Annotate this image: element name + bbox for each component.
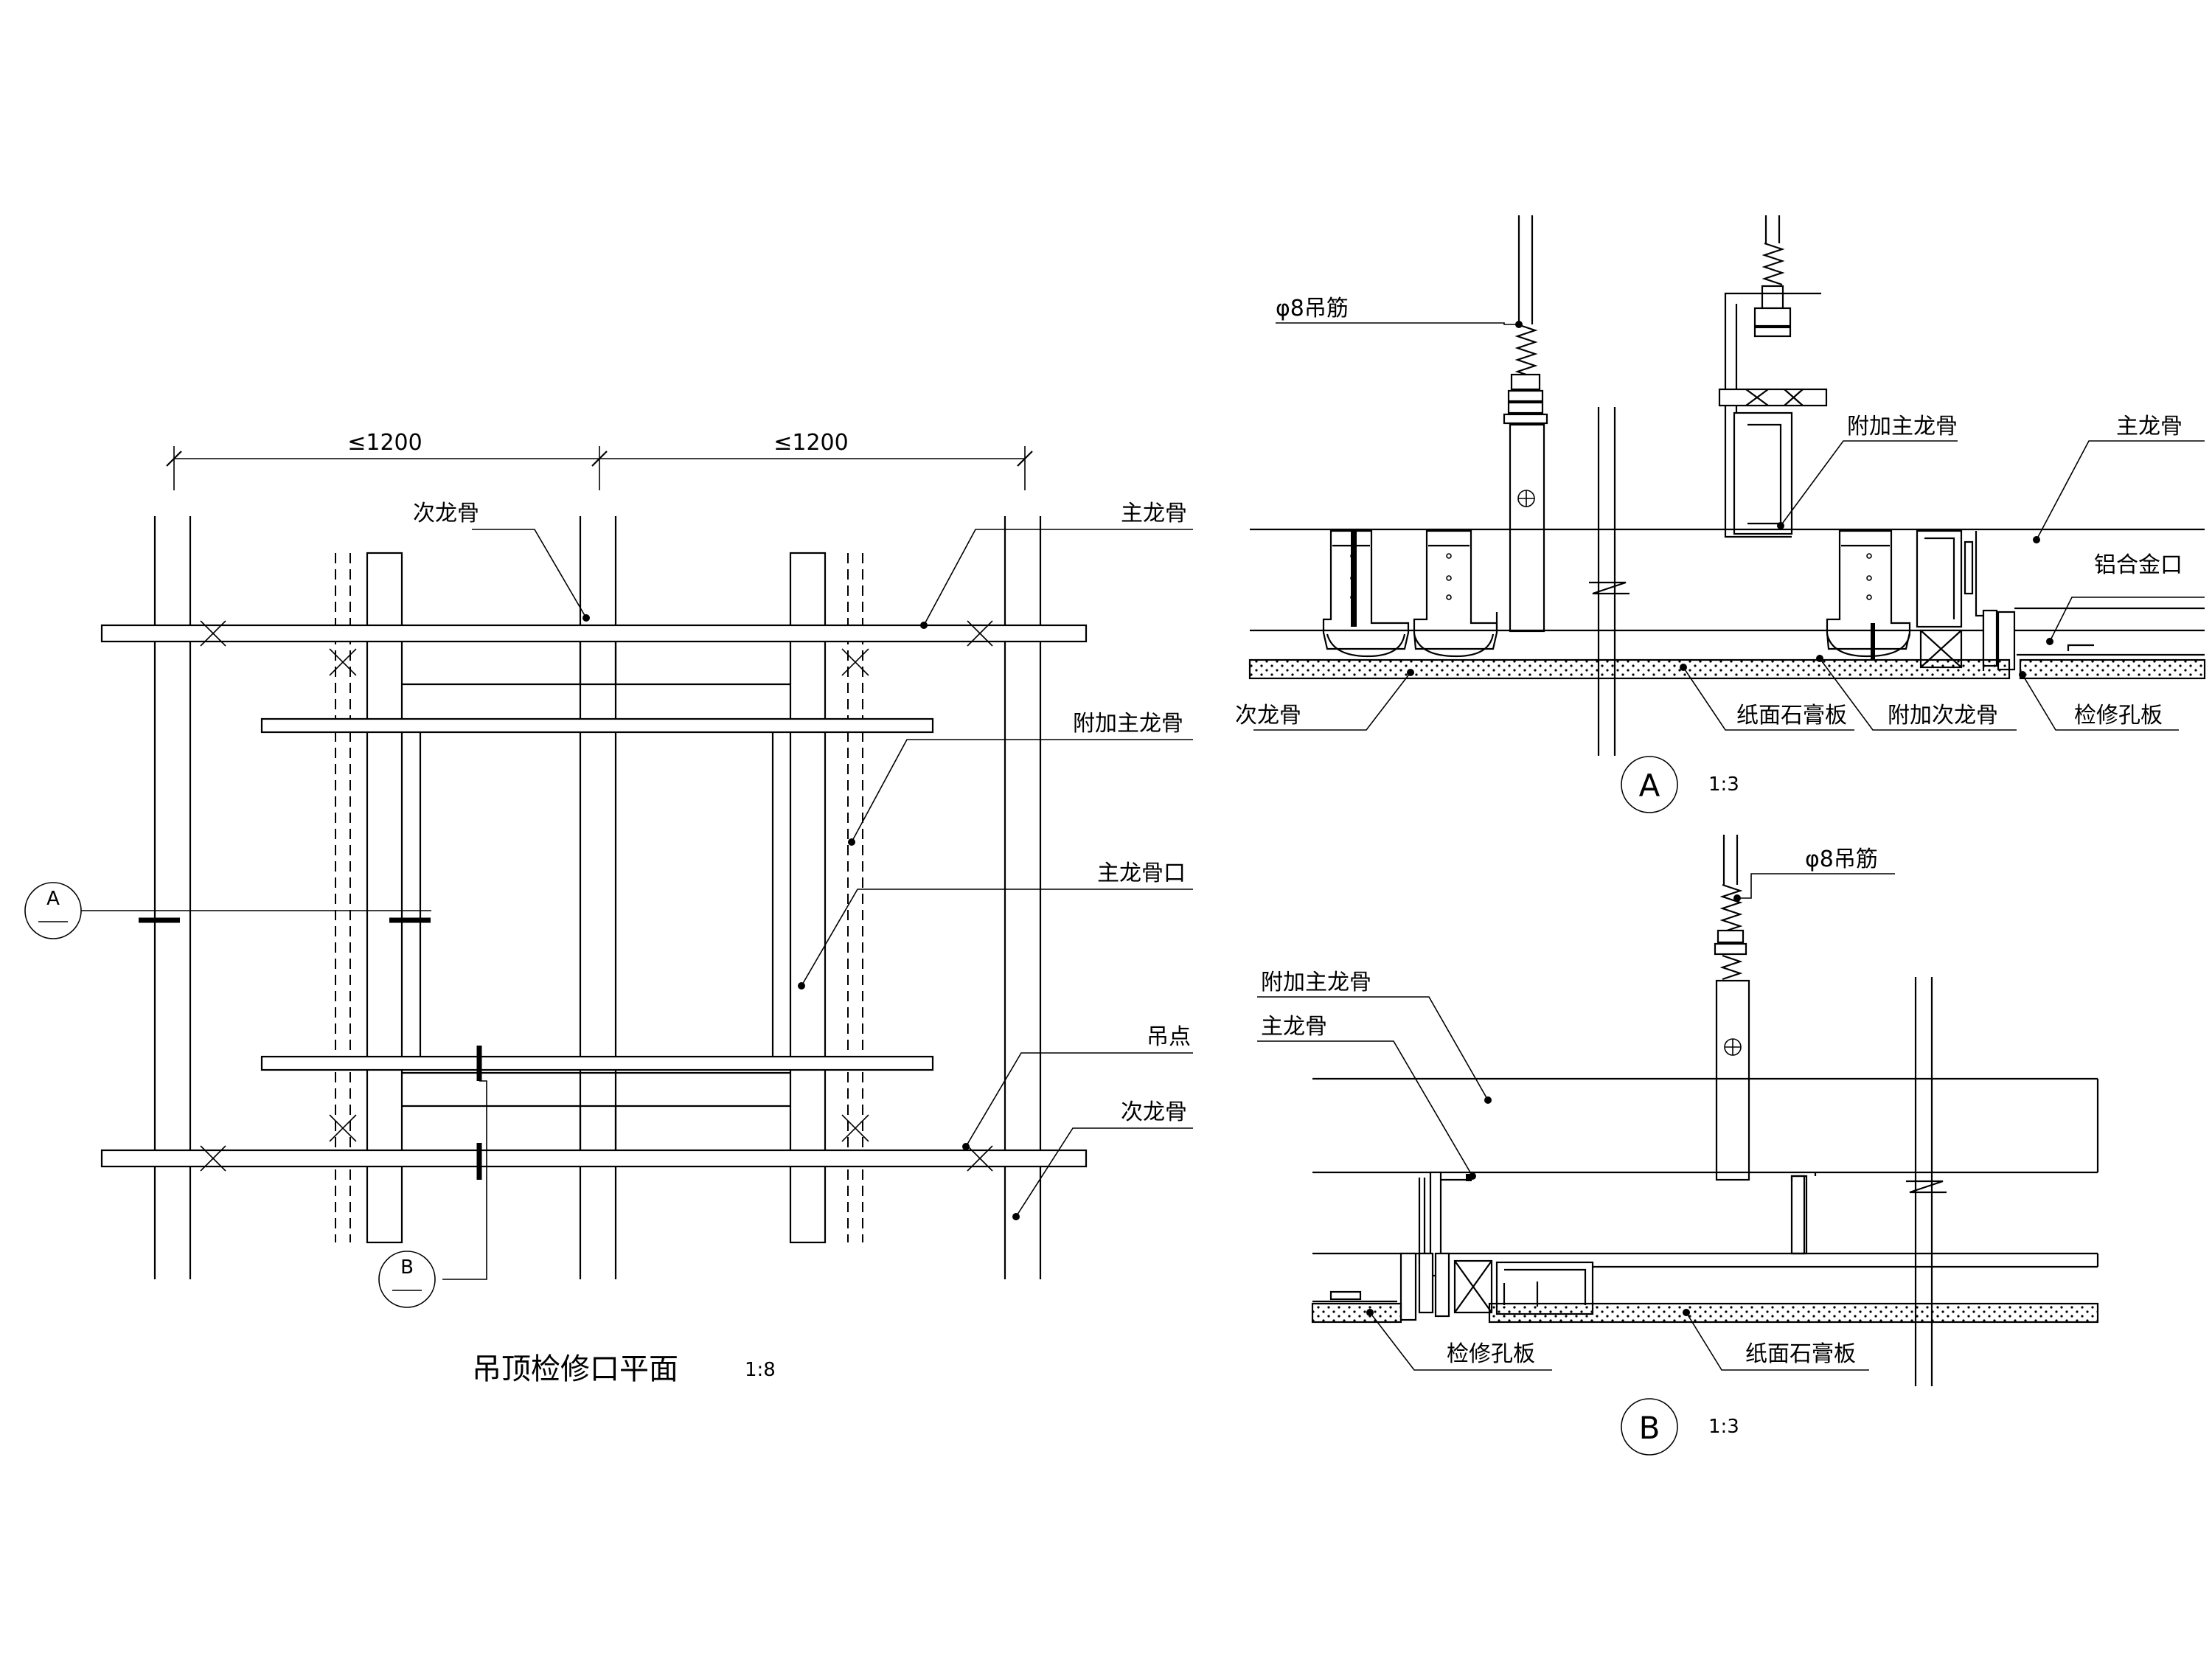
opening-bar-left <box>366 552 403 1244</box>
section-a-leaders <box>1253 321 2205 731</box>
hanger-crosses <box>200 620 993 1172</box>
plan-dimension: ≤1200 ≤1200 <box>166 430 1033 490</box>
section-b: φ8吊筋 附加主龙骨 主龙骨 检修孔板 纸面石膏板 B 1:3 <box>1257 835 2099 1456</box>
additional-main-keel-bottom <box>260 1055 934 1071</box>
plan-marker-a: A <box>46 888 60 910</box>
plan-label-additional-main-keel: 附加主龙骨 <box>1073 711 1183 737</box>
a-label-aluminum-edge: 铝合金口 <box>2094 552 2183 578</box>
b-label-gypsum-board: 纸面石膏板 <box>1745 1341 1856 1367</box>
dim-left: ≤1200 <box>347 430 422 456</box>
a-label-access-panel: 检修孔板 <box>2074 703 2163 729</box>
plan-leaders <box>472 529 1193 1220</box>
plan-label-hanging-point: 吊点 <box>1147 1024 1191 1050</box>
main-keel-top <box>100 624 1088 643</box>
plan-label-main-keel-opening: 主龙骨口 <box>1097 860 1186 886</box>
a-label-gypsum-board: 纸面石膏板 <box>1736 703 1847 729</box>
section-b-cut: B <box>378 1046 487 1308</box>
section-a: φ8吊筋 附加主龙骨 主龙骨 铝合金口 次龙骨 纸面石膏板 附加次龙骨 检修孔板… <box>1235 215 2206 813</box>
plan-view: ≤1200 ≤1200 <box>24 430 1193 1386</box>
a-scale: 1:3 <box>1708 773 1739 796</box>
a-label-rod: φ8吊筋 <box>1276 296 1349 321</box>
plan-marker-b: B <box>400 1256 414 1279</box>
additional-main-keel-top <box>260 717 934 734</box>
plan-label-secondary-keel-bottom: 次龙骨 <box>1121 1099 1187 1125</box>
dim-right: ≤1200 <box>773 430 848 456</box>
main-keel-bottom <box>100 1149 1088 1168</box>
plan-label-secondary-keel-top: 次龙骨 <box>413 501 479 526</box>
b-label-rod: φ8吊筋 <box>1805 846 1878 872</box>
b-marker-circle <box>1621 1398 1678 1456</box>
plan-dashed-keels <box>335 553 863 1242</box>
a-marker-circle <box>1621 756 1678 813</box>
section-b-leaders <box>1257 873 1895 1371</box>
a-label-additional-main-keel: 附加主龙骨 <box>1847 414 1958 439</box>
b-label-access-panel: 检修孔板 <box>1447 1341 1535 1367</box>
a-label-additional-secondary-keel: 附加次龙骨 <box>1888 703 1998 729</box>
a-marker: A <box>1639 768 1660 804</box>
plan-scale: 1:8 <box>745 1359 776 1381</box>
opening-bar-right <box>789 552 827 1244</box>
b-label-main-keel: 主龙骨 <box>1261 1014 1327 1040</box>
plan-title: 吊顶检修口平面 <box>472 1352 678 1386</box>
a-label-secondary-keel: 次龙骨 <box>1235 703 1301 729</box>
b-label-additional-main-keel: 附加主龙骨 <box>1261 970 1371 995</box>
b-scale: 1:3 <box>1708 1416 1739 1438</box>
b-marker: B <box>1639 1410 1660 1446</box>
a-label-main-keel: 主龙骨 <box>2116 414 2183 439</box>
section-a-cut: A <box>24 882 431 939</box>
plan-label-main-keel: 主龙骨 <box>1121 501 1187 526</box>
